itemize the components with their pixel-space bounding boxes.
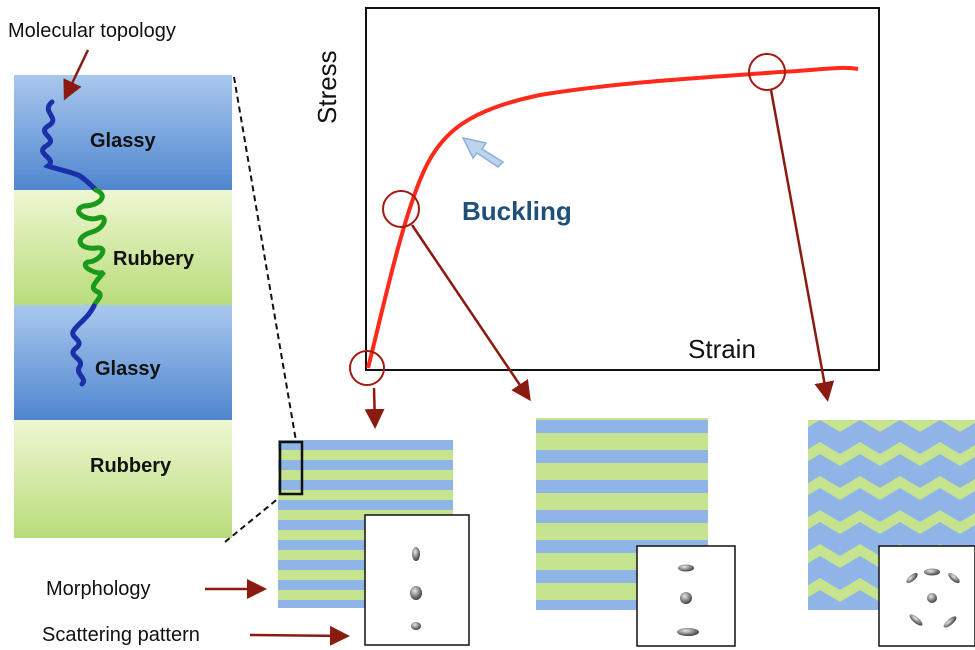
buckling-arrow [461, 136, 505, 168]
scattering-pattern-label: Scattering pattern [42, 624, 200, 646]
layer-label-glassy-2: Glassy [95, 358, 161, 380]
layer-stack [14, 75, 232, 538]
zoom-line-top [233, 76, 297, 442]
stage-arrow-2 [410, 224, 531, 402]
morphology-label: Morphology [46, 578, 151, 600]
y-axis-label: Stress [312, 50, 342, 124]
layer-rubbery-2 [14, 420, 232, 538]
stage-arrow-3 [769, 89, 835, 402]
topology-arrow [63, 49, 90, 101]
layer-glassy-1 [14, 75, 232, 190]
scattering-pattern-2 [636, 545, 736, 647]
zoom-line-bottom [224, 496, 281, 543]
chain-glassy-segment-2 [70, 303, 97, 387]
zoom-box [278, 440, 304, 496]
layer-label-rubbery-2: Rubbery [90, 455, 172, 477]
layer-glassy-2 [14, 305, 232, 420]
buckling-label: Buckling [462, 196, 572, 226]
stage-marker-1 [349, 350, 385, 386]
molecular-topology-label: Molecular topology [8, 20, 176, 42]
layer-rubbery-1 [14, 190, 232, 305]
x-axis-label: Strain [688, 334, 756, 364]
stress-strain-curve [366, 65, 859, 369]
scattering-arrow [249, 625, 350, 646]
scattering-pattern-1 [364, 514, 470, 646]
chain-rubbery-segment [76, 187, 107, 309]
scattering-pattern-3 [878, 545, 975, 647]
polymer-chain [40, 99, 107, 387]
layer-label-rubbery-1: Rubbery [113, 248, 195, 270]
stage-marker-3 [748, 53, 786, 91]
stress-strain-frame [365, 7, 880, 371]
chain-glassy-segment-1 [40, 99, 99, 193]
layer-label-glassy-1: Glassy [90, 130, 156, 152]
stage-marker-2 [382, 190, 420, 228]
stage-arrow-1 [364, 387, 385, 429]
